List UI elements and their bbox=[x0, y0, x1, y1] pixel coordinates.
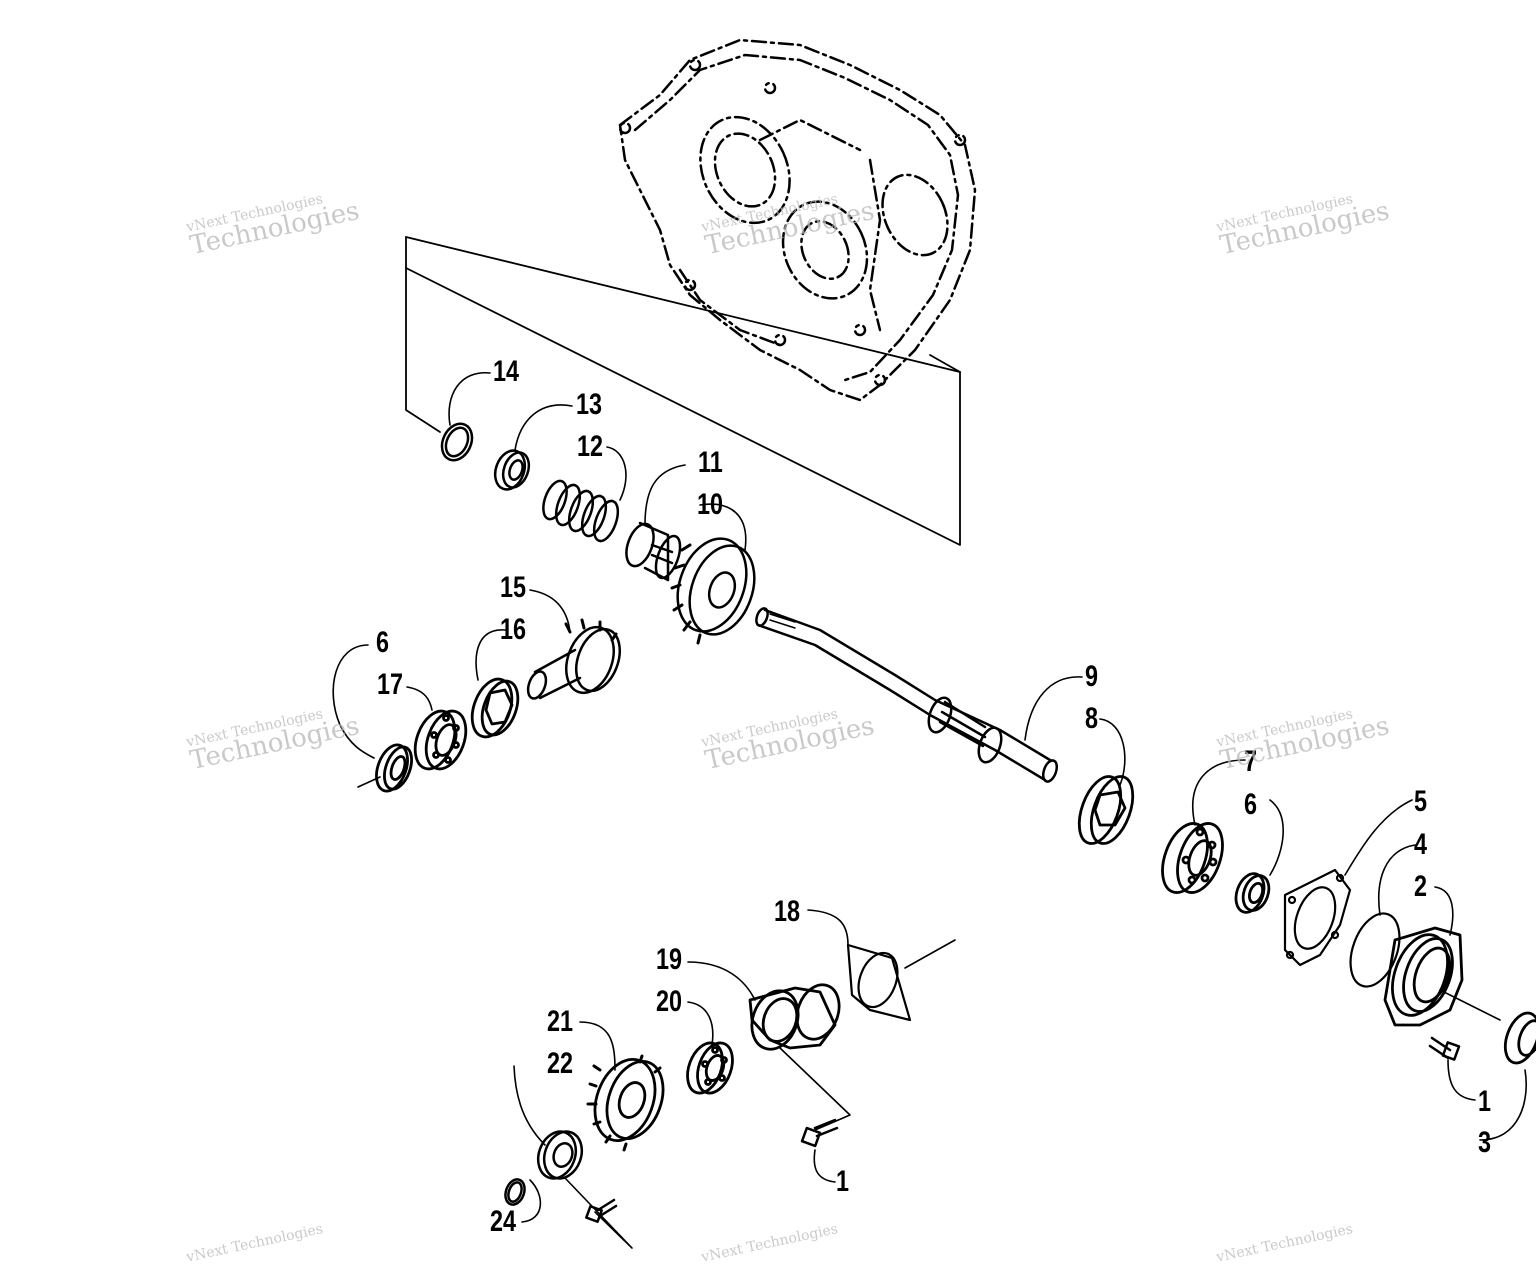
part-19-bearing-housing bbox=[748, 983, 841, 1051]
callout-19: 19 bbox=[656, 943, 683, 976]
callout-21: 21 bbox=[547, 1005, 574, 1038]
assembly-bracket-lines bbox=[405, 236, 961, 546]
part-12-spring bbox=[542, 479, 620, 543]
bolt-bottom bbox=[585, 1198, 618, 1223]
callout-5: 5 bbox=[1414, 785, 1428, 818]
callout-18: 18 bbox=[774, 895, 801, 928]
part-8-seal bbox=[1077, 775, 1135, 845]
part-6-seal-right bbox=[1234, 872, 1271, 914]
part-6-seal-left bbox=[375, 743, 413, 793]
part-10-gear bbox=[670, 537, 756, 645]
crankcase-housing bbox=[618, 38, 977, 402]
part-22-thrust-washer bbox=[536, 1130, 584, 1180]
part-9-shaft bbox=[755, 607, 1059, 783]
callout-8: 8 bbox=[1085, 702, 1099, 735]
callout-2: 2 bbox=[1414, 870, 1428, 903]
callout-15: 15 bbox=[500, 571, 527, 604]
part-21-gear bbox=[586, 1054, 665, 1152]
callout-4: 4 bbox=[1414, 828, 1428, 861]
part-20-bearing bbox=[686, 1041, 734, 1095]
callout-9: 9 bbox=[1085, 660, 1099, 693]
part-15-gear bbox=[526, 618, 621, 700]
callout-17: 17 bbox=[377, 668, 404, 701]
callout-1-right: 1 bbox=[1478, 1085, 1492, 1118]
callout-16: 16 bbox=[500, 613, 527, 646]
callout-6-left: 6 bbox=[376, 626, 390, 659]
part-11-shift-dog bbox=[625, 521, 682, 582]
callout-11: 11 bbox=[698, 446, 723, 479]
callout-20: 20 bbox=[656, 985, 683, 1018]
callout-1-middle: 1 bbox=[836, 1165, 850, 1198]
part-13-washer bbox=[493, 449, 531, 491]
part-16-seal bbox=[470, 677, 520, 739]
part-5-gasket bbox=[1283, 868, 1352, 967]
callout-12: 12 bbox=[577, 430, 604, 463]
callout-6-right: 6 bbox=[1244, 788, 1258, 821]
callout-14: 14 bbox=[493, 355, 520, 388]
callout-7: 7 bbox=[1244, 745, 1258, 778]
callout-22: 22 bbox=[547, 1047, 574, 1080]
part-14-snap-ring bbox=[440, 422, 474, 462]
callout-3: 3 bbox=[1478, 1126, 1492, 1159]
part-18-gasket bbox=[846, 943, 912, 1022]
leader-lines bbox=[332, 372, 1527, 1249]
part-3-seal bbox=[1503, 1011, 1536, 1065]
callout-10: 10 bbox=[697, 488, 724, 521]
part-1-bolt-middle bbox=[800, 1118, 839, 1148]
callout-13: 13 bbox=[576, 388, 603, 421]
part-17-bearing bbox=[413, 709, 468, 771]
part-1-bolt-right bbox=[1428, 1036, 1461, 1061]
callout-24: 24 bbox=[490, 1205, 517, 1238]
part-2-bearing-housing bbox=[1383, 926, 1464, 1027]
part-7-bearing bbox=[1161, 822, 1224, 894]
part-4-o-ring bbox=[1349, 912, 1401, 988]
part-24-snap-ring bbox=[504, 1178, 526, 1206]
